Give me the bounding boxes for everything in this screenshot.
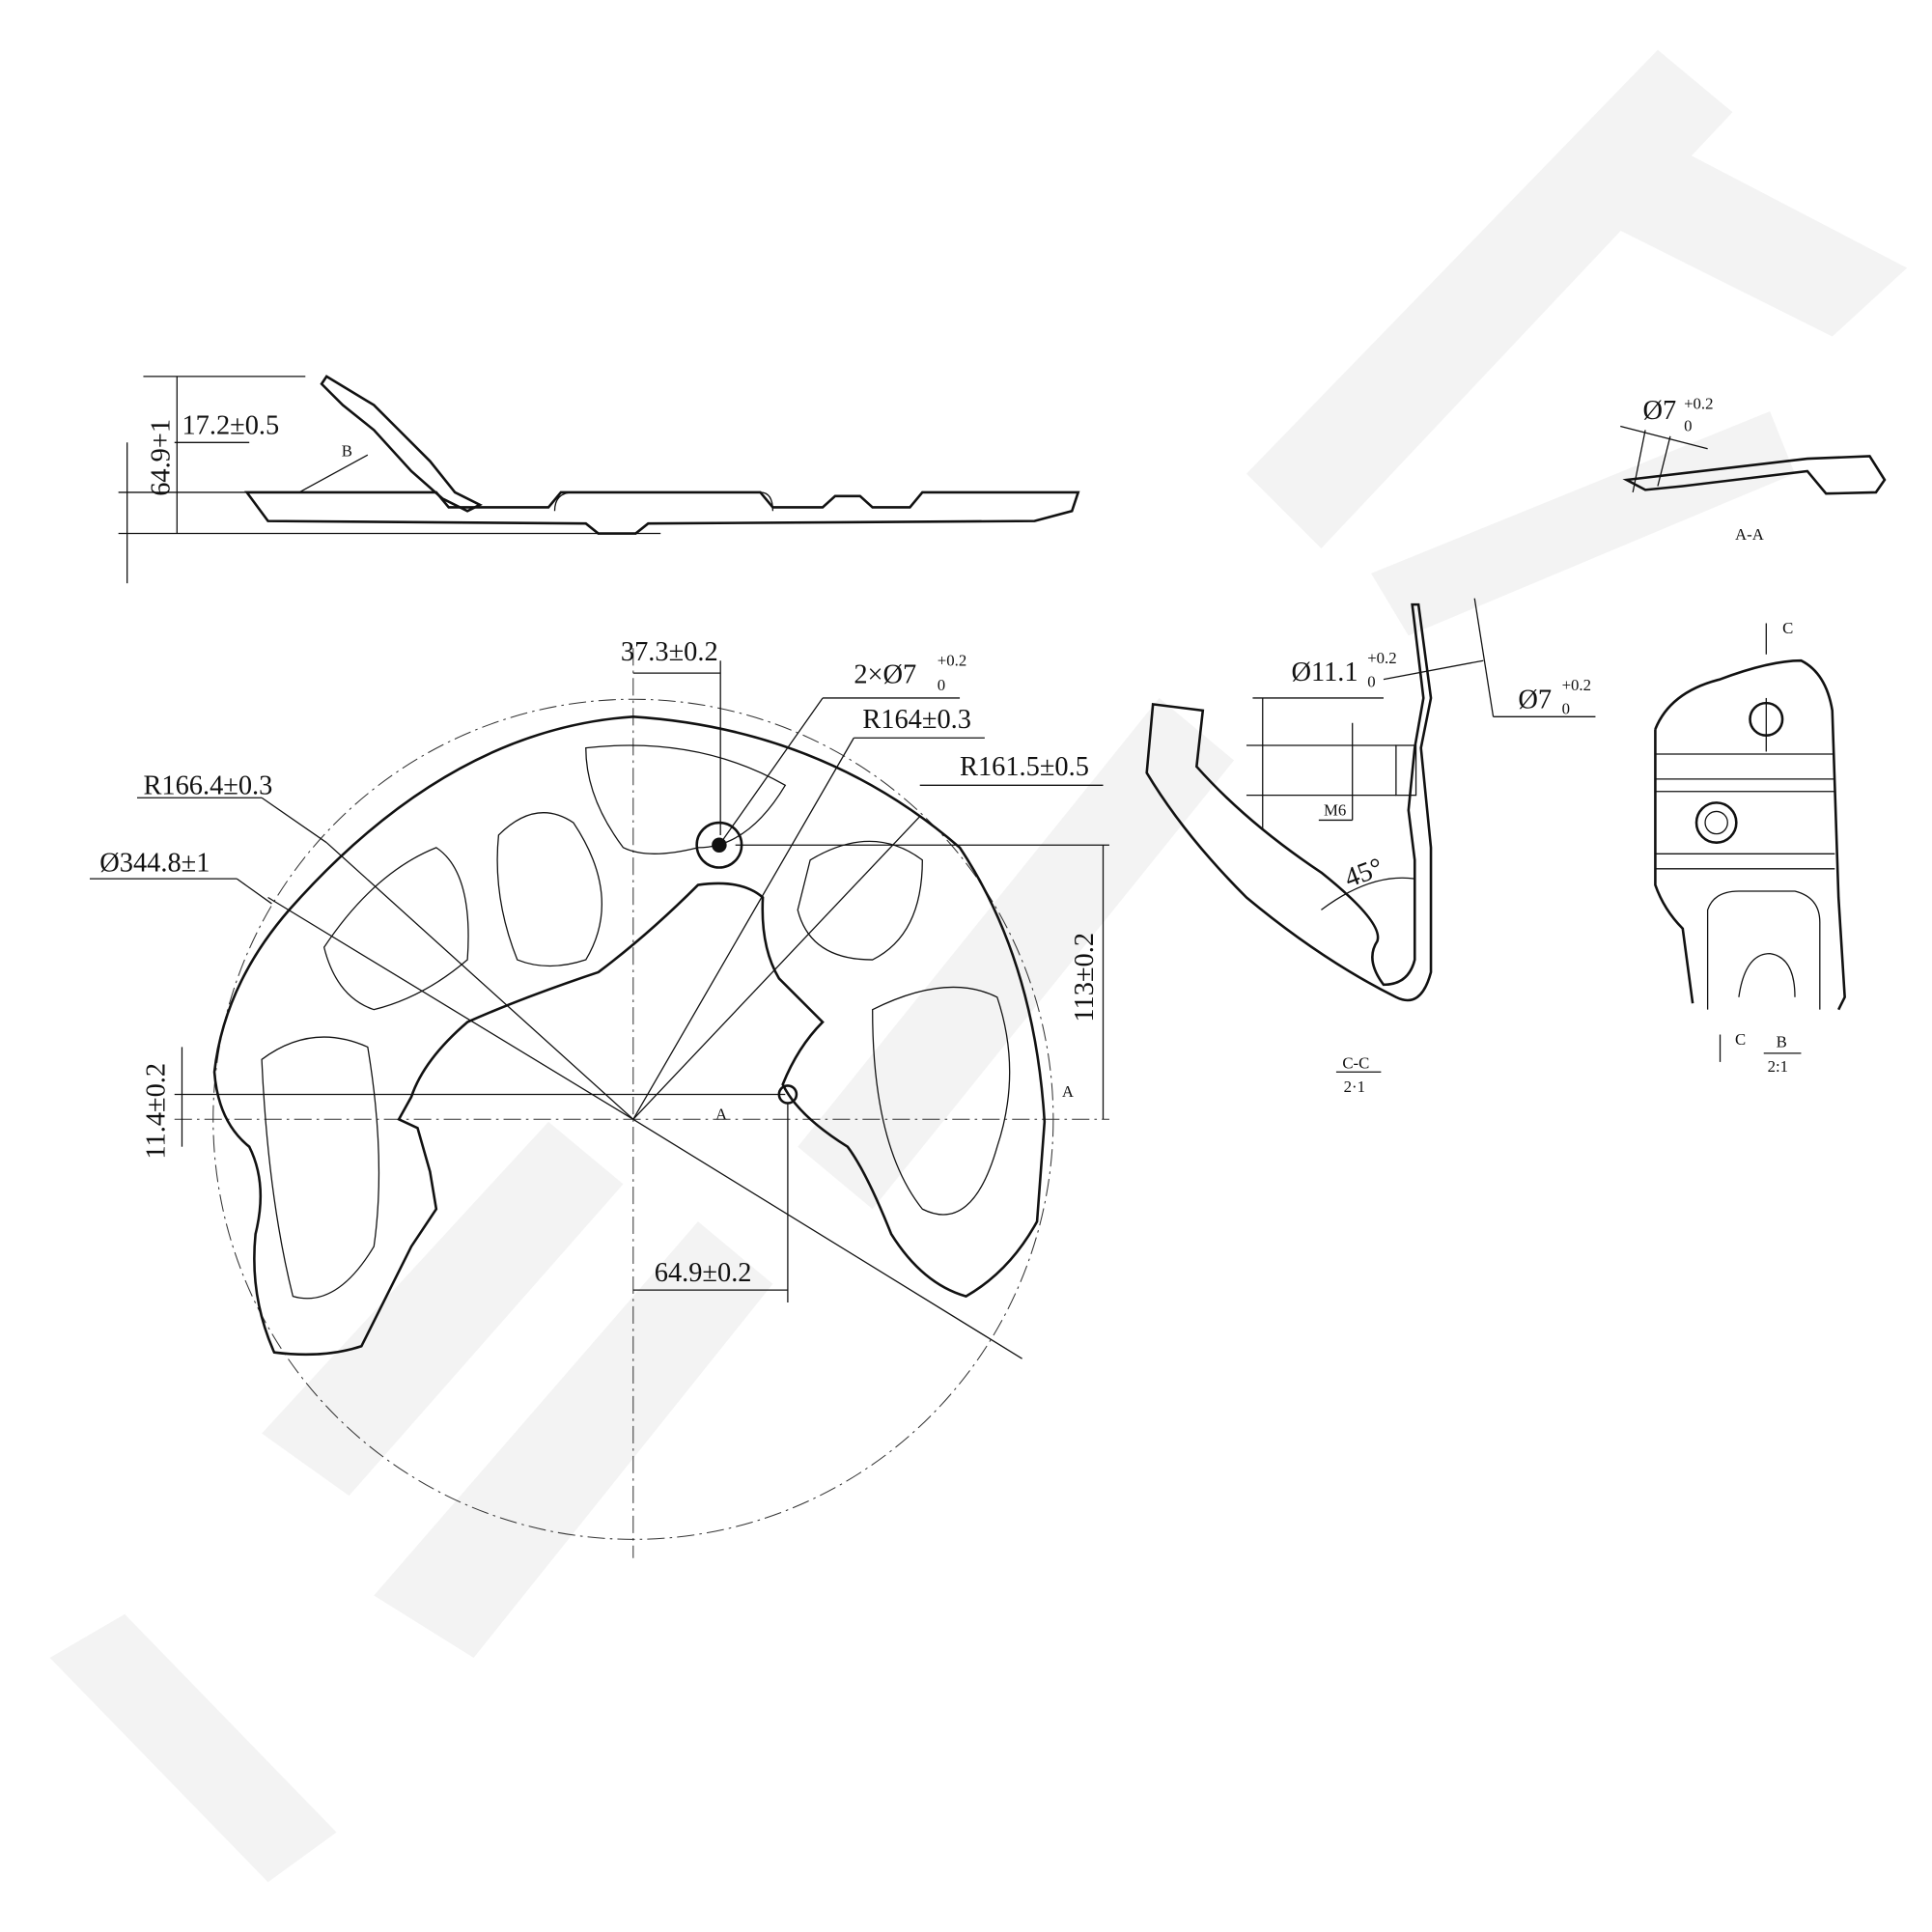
section-a-mark-right: A — [1062, 1082, 1074, 1101]
aa-tol-lower: 0 — [1684, 417, 1692, 435]
cc-dim-11: Ø11.1 — [1291, 658, 1358, 687]
side-view: 17.2±0.5 64.9+1 B — [118, 375, 1080, 584]
section-a-mark-left: A — [715, 1105, 727, 1123]
cc-tol11-lower: 0 — [1367, 672, 1375, 690]
dim-holes-tol-upper: +0.2 — [938, 651, 966, 669]
cc-tol7-lower: 0 — [1562, 700, 1570, 718]
dim-r166: R166.4±0.3 — [143, 770, 272, 800]
main-view: 37.3±0.2 2×Ø7 +0.2 0 R164±0.3 R161.5±0.5… — [89, 637, 1109, 1558]
cc-scale: 2·1 — [1344, 1078, 1365, 1096]
cc-label: C-C — [1342, 1053, 1369, 1072]
cc-thread: M6 — [1324, 800, 1346, 819]
aa-tol-upper: +0.2 — [1684, 394, 1713, 412]
dim-r161: R161.5±0.5 — [960, 752, 1089, 782]
aa-dim: Ø7 — [1642, 396, 1676, 426]
detail-b-marker: B — [342, 441, 352, 460]
cc-angle: 45° — [1341, 853, 1387, 894]
dim-64-9: 64.9±0.2 — [655, 1258, 752, 1288]
dim-113: 113±0.2 — [1070, 933, 1100, 1022]
dim-11-4: 11.4±0.2 — [141, 1063, 171, 1160]
cc-tol11-upper: +0.2 — [1367, 649, 1396, 667]
detail-b-label: B — [1777, 1032, 1787, 1050]
cc-tol7-upper: +0.2 — [1562, 676, 1591, 694]
cc-dim-7: Ø7 — [1518, 685, 1552, 714]
dim-tab-height: 17.2±0.5 — [182, 410, 279, 440]
detail-b-section-c-top: C — [1782, 619, 1793, 637]
dim-offset-37: 37.3±0.2 — [621, 637, 718, 667]
section-c-c: Ø11.1 +0.2 0 Ø7 +0.2 0 M6 45° C-C 2·1 — [1145, 598, 1596, 1096]
dim-diameter: Ø344.8±1 — [99, 848, 210, 878]
dim-r164: R164±0.3 — [862, 705, 971, 735]
detail-b: C C B 2:1 — [1654, 619, 1846, 1076]
section-a-a: Ø7 +0.2 0 A-A — [1620, 394, 1887, 544]
detail-b-section-c-bottom: C — [1735, 1030, 1746, 1049]
dim-holes-tol-lower: 0 — [938, 676, 945, 694]
dim-total-height: 64.9+1 — [147, 419, 177, 496]
aa-label: A-A — [1735, 525, 1764, 544]
watermark-logo — [49, 49, 1908, 1883]
dim-holes: 2×Ø7 — [854, 659, 916, 689]
detail-b-scale: 2:1 — [1768, 1057, 1788, 1076]
